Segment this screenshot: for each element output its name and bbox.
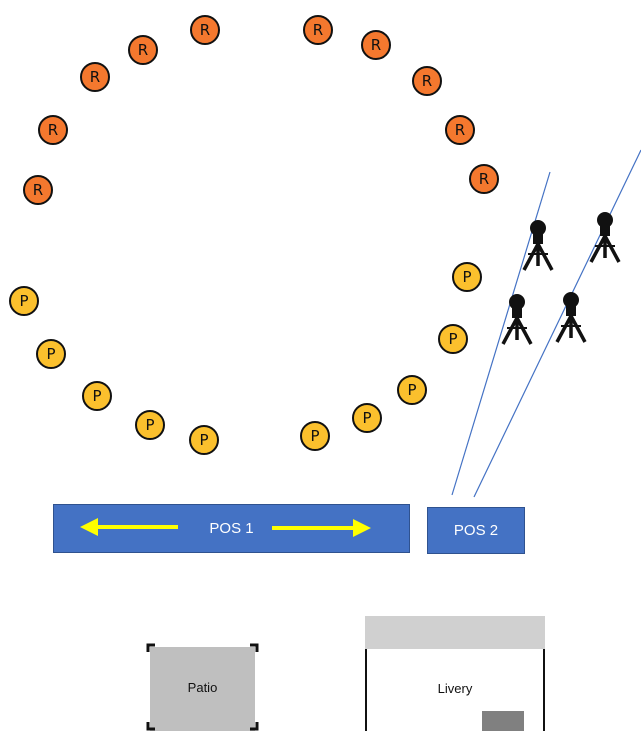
livery-stall [482,711,524,731]
circle-p-5: P [189,425,219,455]
circle-p-6: P [300,421,330,451]
circle-p-4: P [135,410,165,440]
circle-r-1: R [190,15,220,45]
circle-p-10: P [452,262,482,292]
pos2-label: POS 2 [453,522,499,539]
sight-line-right [473,149,641,498]
left-arrow-icon [80,518,178,536]
circle-r-7: R [361,30,391,60]
circle-p-2: P [36,339,66,369]
patio-corner-marks [146,643,259,731]
camera-tripod-icon [555,292,587,343]
circle-p-8: P [397,375,427,405]
circle-r-8: R [412,66,442,96]
camera-tripod-icon [589,212,621,263]
circle-r-3: R [80,62,110,92]
patio-label: Patio [187,680,218,695]
circle-r-5: R [23,175,53,205]
circle-p-9: P [438,324,468,354]
pos1-label: POS 1 [209,520,254,537]
right-arrow-icon [272,519,371,537]
circle-r-4: R [38,115,68,145]
circle-r-2: R [128,35,158,65]
circle-p-1: P [9,286,39,316]
camera-tripod-icon [501,294,533,345]
livery-roof [365,616,545,649]
circle-p-3: P [82,381,112,411]
circle-r-6: R [303,15,333,45]
circle-r-10: R [469,164,499,194]
livery-label: Livery [437,681,473,696]
camera-tripod-icon [522,220,554,271]
circle-p-7: P [352,403,382,433]
patio-building: Patio [150,647,255,731]
pos2-box: POS 2 [427,507,525,554]
circle-r-9: R [445,115,475,145]
